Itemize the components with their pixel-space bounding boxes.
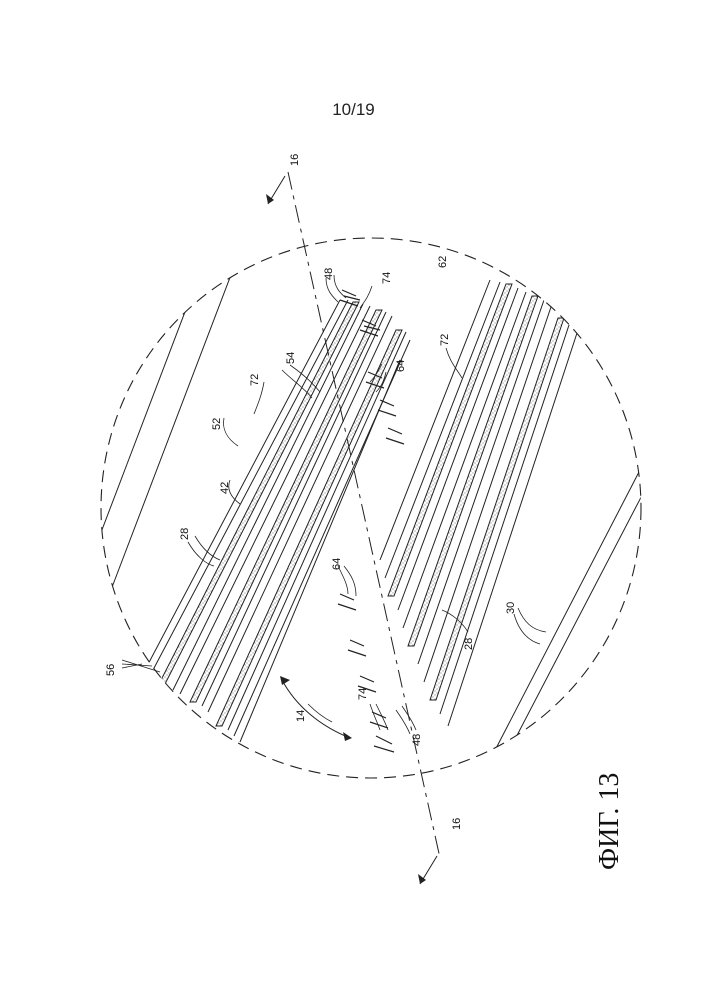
label-42: 42 bbox=[219, 482, 231, 494]
upper-adhesive-strip-2 bbox=[190, 310, 382, 702]
label-74-bottom: 74 bbox=[357, 688, 369, 700]
lower-adhesive-strip-3 bbox=[430, 318, 564, 700]
lower-adhesive-strip-1 bbox=[388, 284, 512, 596]
label-30: 30 bbox=[505, 602, 517, 614]
rotation-arrow bbox=[282, 680, 350, 738]
label-64-lower: 64 bbox=[331, 558, 343, 570]
rotation-arrowhead-a bbox=[280, 676, 290, 685]
label-16-top: 16 bbox=[289, 154, 301, 166]
label-54: 54 bbox=[285, 352, 297, 364]
rotation-arrowhead-b bbox=[343, 732, 352, 741]
lower-adhesive-strip-2 bbox=[408, 296, 538, 646]
upper-layer-stack bbox=[60, 220, 410, 742]
label-16-bottom: 16 bbox=[451, 818, 463, 830]
upper-adhesive-strip-1 bbox=[159, 302, 359, 684]
label-48-top: 48 bbox=[323, 268, 335, 280]
label-72-right: 72 bbox=[439, 334, 451, 346]
label-28-bottom: 28 bbox=[463, 638, 475, 650]
label-28-left: 28 bbox=[179, 528, 191, 540]
label-72-upper: 72 bbox=[249, 374, 261, 386]
label-48-bottom: 48 bbox=[411, 734, 423, 746]
label-62: 62 bbox=[437, 256, 449, 268]
label-56: 56 bbox=[105, 664, 117, 676]
label-74-top: 74 bbox=[381, 272, 393, 284]
label-14: 14 bbox=[295, 710, 307, 722]
lower-layer-stack bbox=[380, 280, 650, 768]
label-64-upper: 64 bbox=[395, 360, 407, 372]
figure-label: ФИГ. 13 bbox=[594, 773, 626, 870]
label-52: 52 bbox=[211, 418, 223, 430]
